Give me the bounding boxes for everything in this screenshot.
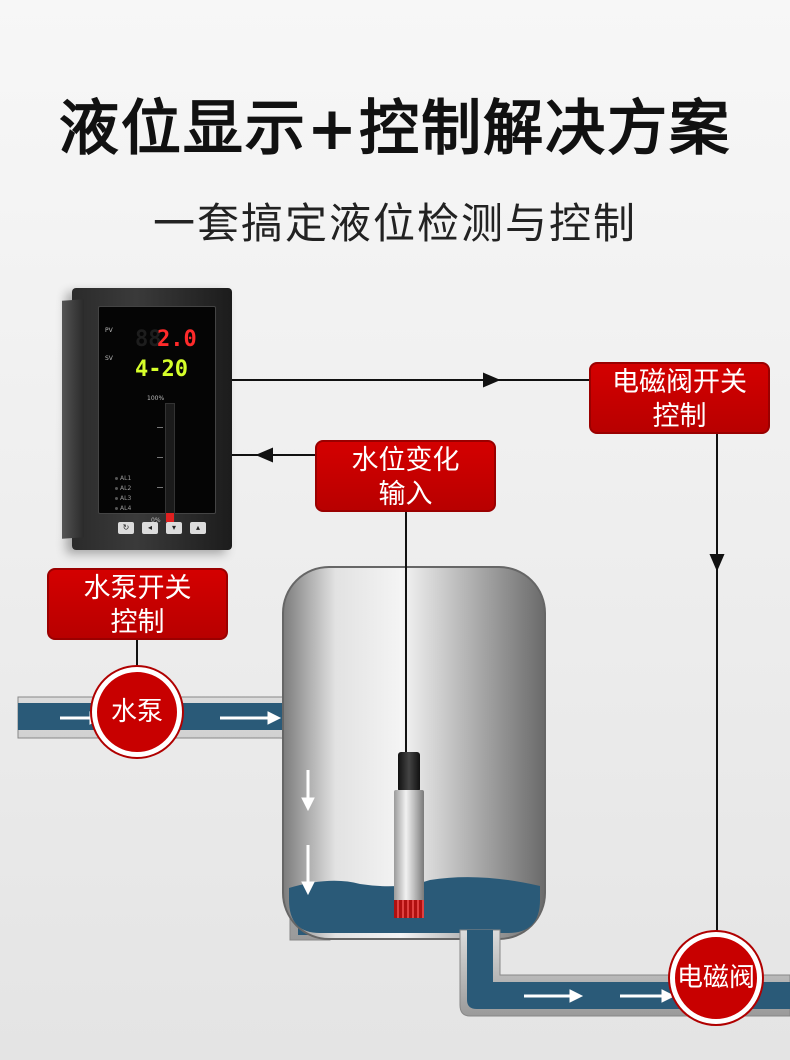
alarm-1: AL1 <box>115 475 131 482</box>
pv-value: 2.0 <box>157 327 197 352</box>
sensor-cap <box>398 752 420 792</box>
bar-tick <box>157 427 163 428</box>
sv-value: 4-20 <box>135 357 188 382</box>
pv-ghost-digits: 88 <box>135 327 162 352</box>
label-line: 电磁阀开关 <box>612 367 747 398</box>
sensor-tip <box>394 900 424 918</box>
up-button[interactable]: ▴ <box>190 522 206 534</box>
bar-top-label: 100% <box>147 395 165 402</box>
pump-badge: 水泵 <box>92 667 182 757</box>
page-subtitle: 一套搞定液位检测与控制 <box>152 199 637 248</box>
bar-bottom-label: 0% <box>151 517 161 524</box>
valve-control-label: 电磁阀开关 控制 <box>589 362 770 434</box>
controller-side <box>62 299 84 539</box>
alarm-2: AL2 <box>115 485 131 492</box>
controller-screen: PV SV 88 2.0 4-20 100% 0% AL1 AL2 AL3 AL… <box>98 306 216 524</box>
down-button[interactable]: ▾ <box>166 522 182 534</box>
signal-lines <box>136 372 725 932</box>
page-title: 液位显示+控制解决方案 <box>58 94 732 164</box>
level-bar-fill <box>166 512 174 522</box>
level-bar <box>165 403 175 523</box>
level-controller: PV SV 88 2.0 4-20 100% 0% AL1 AL2 AL3 AL… <box>62 288 232 550</box>
label-line: 输入 <box>378 479 433 510</box>
bar-tick <box>157 487 163 488</box>
label-line: 控制 <box>110 607 165 638</box>
bar-tick <box>157 457 163 458</box>
label-line: 水位变化 <box>351 445 460 476</box>
label-line: 控制 <box>652 401 707 432</box>
pv-label: PV <box>105 327 113 334</box>
alarm-4: AL4 <box>115 505 131 512</box>
water-level-input-label: 水位变化 输入 <box>315 440 496 512</box>
sv-label: SV <box>105 355 113 362</box>
controller-buttons: ↻ ◂ ▾ ▴ <box>118 522 206 534</box>
label-line: 水泵开关 <box>83 573 192 604</box>
level-sensor <box>394 790 424 902</box>
left-button[interactable]: ◂ <box>142 522 158 534</box>
pump-control-label: 水泵开关 控制 <box>47 568 228 640</box>
solenoid-valve-badge: 电磁阀 <box>670 932 762 1024</box>
cycle-button[interactable]: ↻ <box>118 522 134 534</box>
alarm-3: AL3 <box>115 495 131 502</box>
